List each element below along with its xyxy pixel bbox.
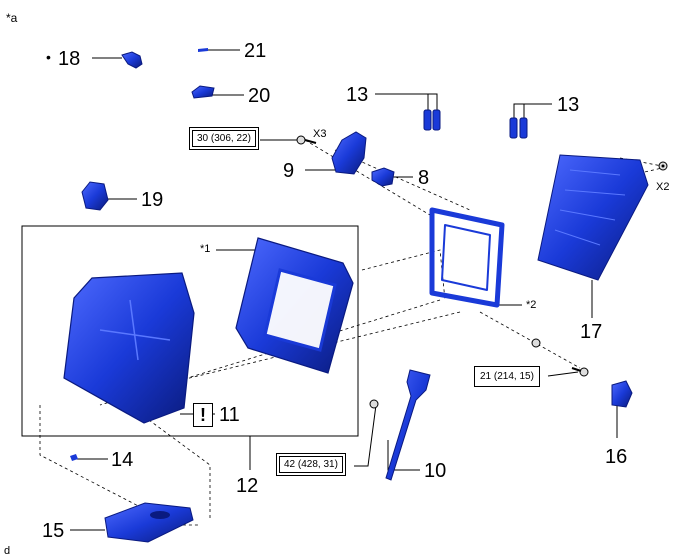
warning-symbol: ! (193, 403, 213, 427)
part-13-pins-a (423, 109, 441, 131)
part-14-clip (70, 454, 78, 461)
bolt-torque-2 (571, 367, 589, 377)
nut-x2 (658, 161, 668, 171)
bullet-18: • (46, 49, 51, 65)
callout-14: 14 (111, 449, 134, 471)
torque-spec-2: 21 (214, 15) (474, 366, 540, 387)
callout-20: 20 (248, 85, 271, 107)
callout-11: 11 (219, 404, 240, 426)
washer-10 (369, 399, 379, 409)
part-13-pins-b (509, 117, 528, 139)
callout-9: 9 (283, 160, 295, 182)
callout-19: 19 (141, 189, 164, 211)
part-8-bracket (371, 167, 395, 187)
assembly-frame (21, 225, 359, 437)
part-10-hinge-rod (385, 369, 431, 481)
leader-torque3 (354, 404, 377, 467)
callout-12: 12 (236, 475, 259, 497)
part-20-cover (191, 85, 215, 99)
note-star1: *1 (200, 243, 211, 255)
leader-13b (513, 103, 552, 118)
washer (531, 338, 541, 348)
part-16 (611, 380, 633, 408)
part-17-board (537, 154, 649, 281)
callout-16: 16 (605, 446, 628, 468)
seatback-frame (429, 207, 505, 308)
torque-spec-2-value: 21 (214, 15) (480, 371, 534, 382)
callout-13-a: 13 (346, 84, 369, 106)
torque-spec-3: 42 (428, 31) (276, 453, 346, 476)
callout-21: 21 (244, 40, 267, 62)
torque-spec-1-value: 30 (306, 22) (192, 130, 256, 147)
callout-15: 15 (42, 520, 65, 542)
part-18-clip (121, 51, 143, 69)
bolt-torque-1 (296, 135, 317, 145)
part-17-ribs (554, 169, 626, 246)
torque-spec-3-value: 42 (428, 31) (279, 456, 343, 473)
leader-torque2 (547, 371, 579, 377)
callout-18: 18 (58, 48, 81, 70)
part-19-knob-cover (81, 181, 109, 211)
callout-17: 17 (580, 321, 603, 343)
part-21-pin (198, 48, 208, 52)
torque-spec-1: 30 (306, 22) (189, 127, 259, 150)
corner-label-bottom: d (4, 545, 11, 557)
multiplier-x3: X3 (313, 128, 327, 140)
part-15-armrest (104, 502, 194, 543)
callout-8: 8 (418, 167, 430, 189)
seat-cushion (63, 272, 195, 424)
part-9-hinge-cover (331, 131, 367, 175)
corner-label-top: *a (6, 11, 18, 25)
callout-13-b: 13 (557, 94, 580, 116)
callout-10: 10 (424, 460, 447, 482)
leader-13a (375, 93, 438, 110)
multiplier-x2: X2 (656, 181, 670, 193)
note-star2: *2 (526, 299, 537, 311)
